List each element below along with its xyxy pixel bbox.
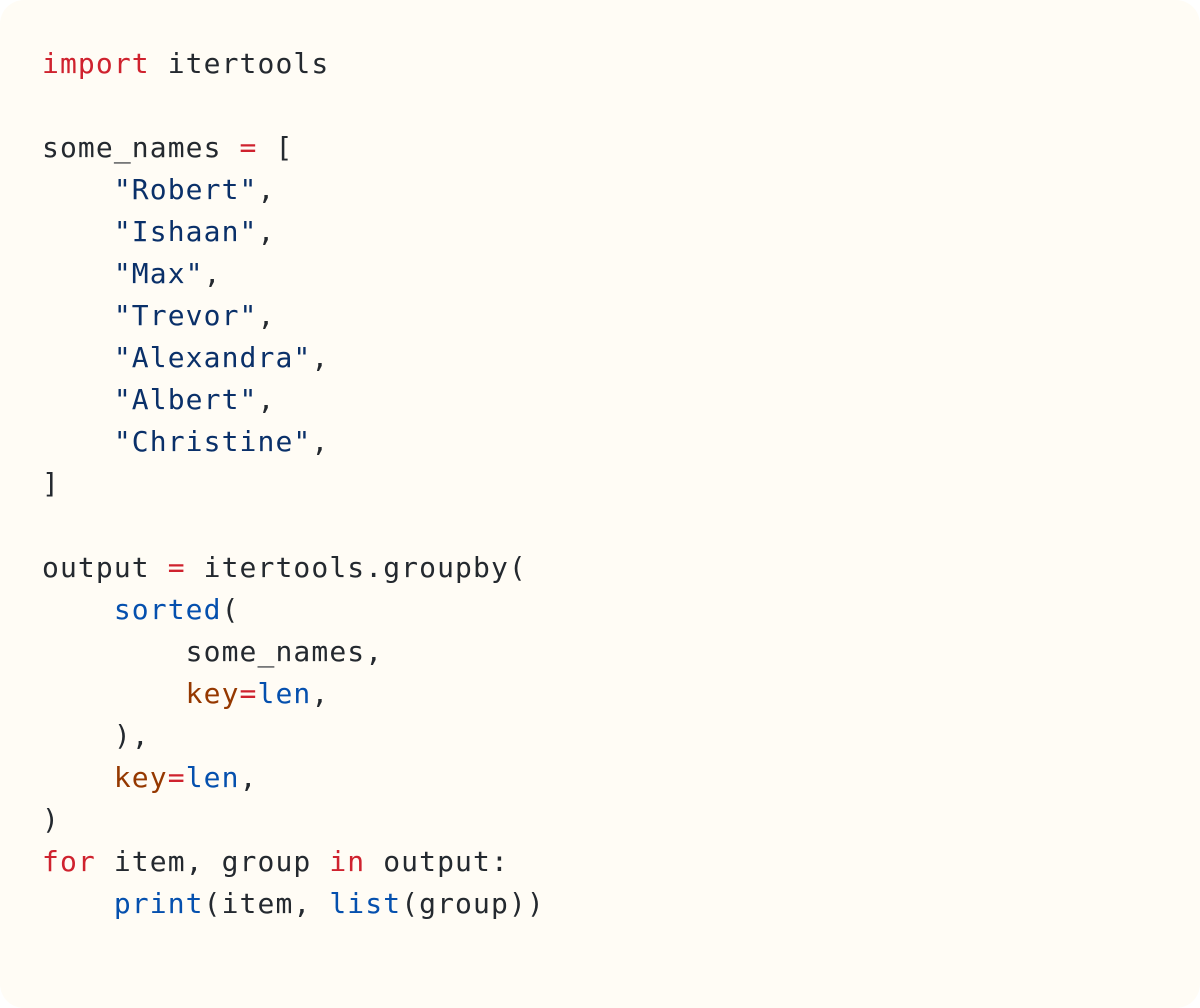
code-token-plain: ,	[257, 299, 276, 332]
code-token-plain: ,	[257, 215, 276, 248]
code-token-fn: print	[113, 887, 204, 920]
code-token-plain: ,	[257, 383, 276, 416]
code-token-plain	[42, 677, 186, 710]
code-token-fn: len	[185, 761, 240, 794]
code-token-plain: [	[257, 131, 294, 164]
code-token-param: key	[113, 761, 168, 794]
code-token-plain: item, group	[95, 845, 330, 878]
code-line: output = itertools.groupby(	[42, 547, 545, 589]
code-token-kw: import	[42, 47, 150, 80]
code-token-plain: some_names,	[42, 635, 384, 668]
code-token-str: "Robert"	[113, 173, 258, 206]
code-token-plain	[42, 593, 114, 626]
code-block: import itertools some_names = [ "Robert",…	[42, 43, 545, 925]
code-token-plain: some_names	[42, 131, 240, 164]
code-token-plain	[42, 257, 114, 290]
code-line: "Alexandra",	[42, 337, 545, 379]
code-line: ]	[42, 463, 545, 505]
code-line: "Albert",	[42, 379, 545, 421]
code-line: import itertools	[42, 43, 545, 85]
code-token-plain: ,	[257, 173, 276, 206]
code-token-plain: ,	[239, 761, 258, 794]
code-token-plain	[42, 299, 114, 332]
code-token-param: key	[185, 677, 240, 710]
code-token-op: =	[239, 677, 258, 710]
code-token-plain	[42, 425, 114, 458]
code-token-plain	[42, 215, 114, 248]
code-token-plain: itertools.groupby(	[185, 551, 527, 584]
code-token-str: "Christine"	[113, 425, 312, 458]
code-line: sorted(	[42, 589, 545, 631]
code-token-plain	[42, 887, 114, 920]
code-token-plain: ,	[311, 677, 330, 710]
code-token-plain: ,	[311, 341, 330, 374]
code-line: ),	[42, 715, 545, 757]
code-token-fn: sorted	[113, 593, 222, 626]
code-line: for item, group in output:	[42, 841, 545, 883]
code-line: key=len,	[42, 673, 545, 715]
code-line: "Robert",	[42, 169, 545, 211]
code-token-str: "Albert"	[113, 383, 258, 416]
code-token-kw: for	[42, 845, 96, 878]
code-token-fn: len	[257, 677, 312, 710]
code-token-str: "Ishaan"	[113, 215, 258, 248]
code-line: "Max",	[42, 253, 545, 295]
code-token-op: =	[167, 761, 186, 794]
code-token-plain: (group))	[401, 887, 545, 920]
code-line: some_names,	[42, 631, 545, 673]
code-token-plain	[42, 341, 114, 374]
code-token-plain: ),	[42, 719, 150, 752]
code-token-plain: (item,	[203, 887, 330, 920]
code-line	[42, 85, 545, 127]
code-line: key=len,	[42, 757, 545, 799]
code-token-plain	[42, 383, 114, 416]
code-token-fn: list	[329, 887, 402, 920]
code-token-str: "Max"	[113, 257, 204, 290]
code-token-plain: output:	[365, 845, 509, 878]
code-token-plain	[42, 761, 114, 794]
code-token-plain: itertools	[149, 47, 330, 80]
code-line: )	[42, 799, 545, 841]
code-line: "Ishaan",	[42, 211, 545, 253]
code-token-plain: ,	[203, 257, 222, 290]
code-token-kw: in	[329, 845, 366, 878]
code-line: print(item, list(group))	[42, 883, 545, 925]
code-line: "Trevor",	[42, 295, 545, 337]
code-token-plain: output	[42, 551, 168, 584]
code-token-plain: )	[42, 803, 60, 836]
code-line	[42, 505, 545, 547]
code-line: "Christine",	[42, 421, 545, 463]
code-token-op: =	[239, 131, 258, 164]
code-token-op: =	[167, 551, 186, 584]
code-token-plain	[42, 173, 114, 206]
code-line: some_names = [	[42, 127, 545, 169]
code-token-plain: ,	[311, 425, 330, 458]
code-token-plain: (	[221, 593, 240, 626]
code-token-plain: ]	[42, 467, 60, 500]
code-token-str: "Alexandra"	[113, 341, 312, 374]
code-token-str: "Trevor"	[113, 299, 258, 332]
